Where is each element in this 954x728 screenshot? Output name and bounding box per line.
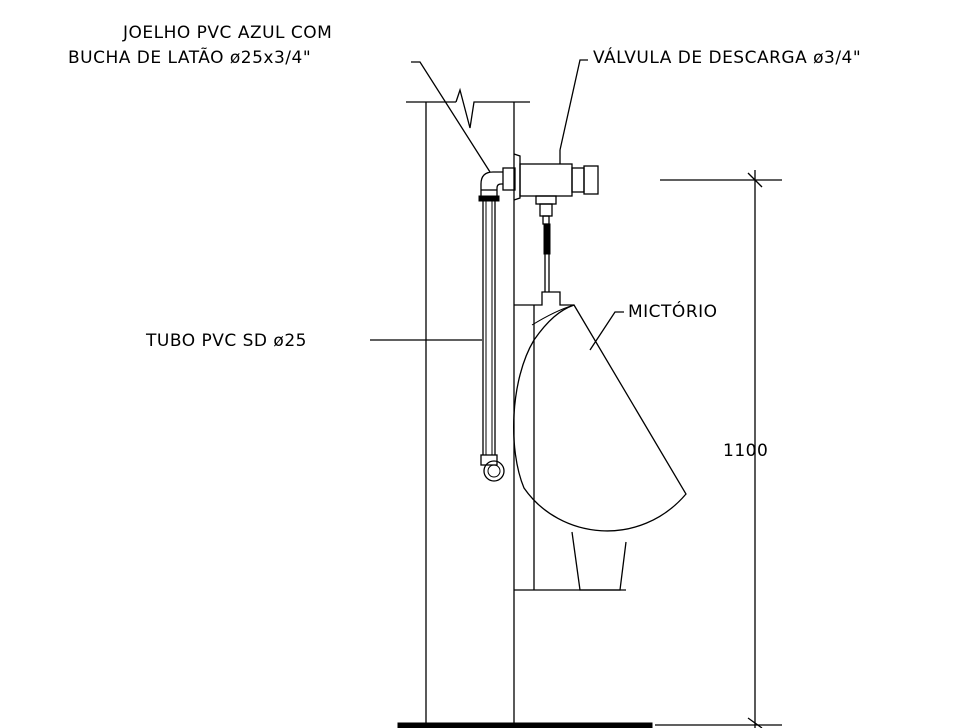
dimension-value: 1100 bbox=[723, 441, 769, 461]
pvc-elbow bbox=[478, 167, 516, 202]
pipe-label: TUBO PVC SD ø25 bbox=[146, 331, 307, 351]
valve-leader bbox=[559, 59, 588, 151]
urinal-label: MICTÓRIO bbox=[628, 302, 718, 322]
floor-line bbox=[397, 722, 653, 728]
elbow-label-line2: BUCHA DE LATÃO ø25x3/4" bbox=[68, 48, 312, 68]
flush-valve bbox=[513, 150, 599, 292]
elbow-leader bbox=[411, 61, 491, 173]
urinal-leader bbox=[589, 311, 624, 351]
dimension-line bbox=[655, 170, 782, 728]
wall bbox=[406, 87, 530, 728]
urinal bbox=[513, 291, 687, 591]
valve-label: VÁLVULA DE DESCARGA ø3/4" bbox=[593, 48, 862, 68]
pvc-pipe bbox=[480, 201, 505, 482]
elbow-label-line1: JOELHO PVC AZUL COM bbox=[123, 23, 333, 43]
